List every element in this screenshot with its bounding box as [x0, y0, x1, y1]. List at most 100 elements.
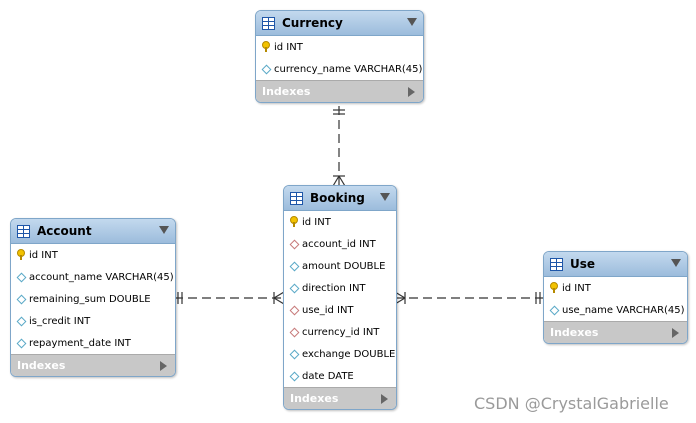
foreign-key-diamond-icon [289, 239, 299, 249]
column-icon [289, 305, 299, 315]
column-text: remaining_sum DOUBLE [29, 293, 151, 305]
column-list: id INT account_name VARCHAR(45) remaining_… [11, 244, 175, 354]
column-row[interactable]: use_id INT [284, 299, 396, 321]
table-name: Booking [310, 191, 365, 205]
expand-arrow-icon[interactable] [408, 87, 415, 97]
column-icon [16, 316, 26, 326]
watermark: CSDN @CrystalGabrielle [474, 394, 669, 413]
expand-arrow-icon[interactable] [160, 361, 167, 371]
column-icon [289, 349, 299, 359]
column-text: use_name VARCHAR(45) [562, 304, 685, 316]
column-text: direction INT [302, 282, 366, 294]
column-icon [549, 282, 559, 293]
foreign-key-diamond-icon [289, 305, 299, 315]
column-icon [289, 239, 299, 249]
primary-key-icon [290, 216, 298, 227]
column-diamond-icon [289, 261, 299, 271]
chevron-down-icon[interactable] [407, 18, 417, 26]
column-diamond-icon [16, 272, 26, 282]
column-diamond-icon [289, 371, 299, 381]
indexes-footer[interactable]: Indexes [256, 80, 423, 102]
column-row[interactable]: id INT [256, 36, 423, 58]
column-icon [261, 41, 271, 52]
indexes-footer[interactable]: Indexes [11, 354, 175, 376]
table-name: Account [37, 224, 92, 238]
column-icon [261, 64, 271, 74]
column-icon [289, 327, 299, 337]
column-icon [289, 261, 299, 271]
indexes-footer[interactable]: Indexes [284, 387, 396, 409]
table-header[interactable]: Account [11, 219, 175, 244]
column-row[interactable]: id INT [284, 211, 396, 233]
chevron-down-icon[interactable] [671, 259, 681, 267]
table-header[interactable]: Use [544, 252, 687, 277]
column-text: id INT [29, 249, 58, 261]
column-row[interactable]: date DATE [284, 365, 396, 387]
foreign-key-diamond-icon [289, 327, 299, 337]
column-row[interactable]: account_name VARCHAR(45) [11, 266, 175, 288]
column-row[interactable]: currency_id INT [284, 321, 396, 343]
column-text: id INT [562, 282, 591, 294]
column-diamond-icon [16, 294, 26, 304]
column-row[interactable]: currency_name VARCHAR(45) [256, 58, 423, 80]
column-diamond-icon [289, 349, 299, 359]
table-use[interactable]: Use id INT use_name VARCHAR(45) Indexes [543, 251, 688, 344]
column-icon [16, 272, 26, 282]
column-list: id INT use_name VARCHAR(45) [544, 277, 687, 321]
indexes-footer[interactable]: Indexes [544, 321, 687, 343]
column-row[interactable]: exchange DOUBLE [284, 343, 396, 365]
primary-key-icon [262, 41, 270, 52]
column-row[interactable]: repayment_date INT [11, 332, 175, 354]
table-name: Use [570, 257, 596, 271]
table-booking[interactable]: Booking id INT account_id INT amount DOUBL… [283, 185, 397, 410]
table-header[interactable]: Booking [284, 186, 396, 211]
expand-arrow-icon[interactable] [672, 328, 679, 338]
indexes-label: Indexes [290, 392, 339, 405]
column-icon [289, 283, 299, 293]
column-icon [289, 216, 299, 227]
column-row[interactable]: amount DOUBLE [284, 255, 396, 277]
column-icon [16, 338, 26, 348]
column-row[interactable]: direction INT [284, 277, 396, 299]
column-list: id INT currency_name VARCHAR(45) [256, 36, 423, 80]
column-text: is_credit INT [29, 315, 91, 327]
column-diamond-icon [289, 283, 299, 293]
indexes-label: Indexes [550, 326, 599, 339]
column-text: id INT [274, 41, 303, 53]
column-row[interactable]: account_id INT [284, 233, 396, 255]
column-icon [16, 249, 26, 260]
indexes-label: Indexes [17, 359, 66, 372]
column-diamond-icon [549, 305, 559, 315]
column-text: exchange DOUBLE [302, 348, 396, 360]
column-diamond-icon [16, 338, 26, 348]
table-icon [17, 224, 30, 238]
table-currency[interactable]: Currency id INT currency_name VARCHAR(45)… [255, 10, 424, 103]
table-account[interactable]: Account id INT account_name VARCHAR(45) re… [10, 218, 176, 377]
table-name: Currency [282, 16, 343, 30]
column-list: id INT account_id INT amount DOUBLE directi… [284, 211, 396, 387]
primary-key-icon [17, 249, 25, 260]
column-text: date DATE [302, 370, 354, 382]
primary-key-icon [550, 282, 558, 293]
column-text: id INT [302, 216, 331, 228]
column-row[interactable]: use_name VARCHAR(45) [544, 299, 687, 321]
table-icon [262, 16, 275, 30]
column-text: amount DOUBLE [302, 260, 386, 272]
table-header[interactable]: Currency [256, 11, 423, 36]
column-row[interactable]: is_credit INT [11, 310, 175, 332]
column-row[interactable]: id INT [544, 277, 687, 299]
column-text: account_name VARCHAR(45) [29, 271, 174, 283]
column-text: currency_id INT [302, 326, 380, 338]
column-row[interactable]: remaining_sum DOUBLE [11, 288, 175, 310]
table-icon [290, 191, 303, 205]
table-icon [550, 257, 563, 271]
column-diamond-icon [16, 316, 26, 326]
expand-arrow-icon[interactable] [381, 394, 388, 404]
chevron-down-icon[interactable] [159, 226, 169, 234]
column-text: use_id INT [302, 304, 354, 316]
column-text: account_id INT [302, 238, 376, 250]
chevron-down-icon[interactable] [380, 193, 390, 201]
column-row[interactable]: id INT [11, 244, 175, 266]
column-text: repayment_date INT [29, 337, 131, 349]
